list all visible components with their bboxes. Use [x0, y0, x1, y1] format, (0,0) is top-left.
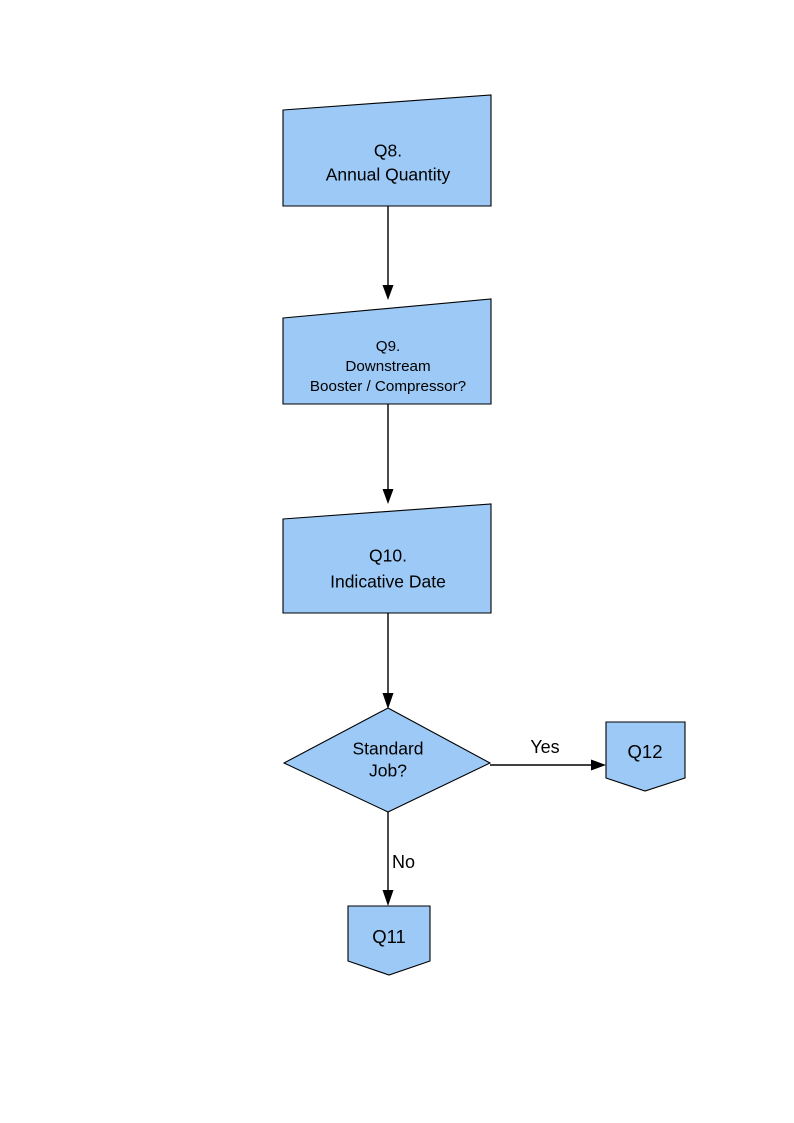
arrowhead-q10-decision: [382, 693, 394, 709]
node-q8-line2: Annual Quantity: [326, 165, 451, 185]
node-q10-line1: Q10.: [369, 546, 407, 566]
node-q9[interactable]: Q9. Downstream Booster / Compressor?: [282, 298, 492, 405]
node-q11[interactable]: Q11: [347, 905, 431, 976]
node-decision-line2: Job?: [369, 761, 407, 781]
edge-q9-to-q10: [382, 404, 394, 504]
edge-decision-to-q11: No: [382, 812, 415, 906]
edge-decision-to-q12: Yes: [490, 737, 606, 771]
node-q8-line1: Q8.: [374, 141, 402, 161]
node-q8[interactable]: Q8. Annual Quantity: [282, 94, 492, 207]
edge-label-no: No: [392, 852, 415, 872]
node-q10-line2: Indicative Date: [330, 572, 446, 592]
node-q9-line3: Booster / Compressor?: [310, 378, 466, 395]
node-q10[interactable]: Q10. Indicative Date: [282, 503, 492, 614]
arrowhead-decision-q11: [382, 890, 394, 906]
node-decision-standard-job[interactable]: Standard Job?: [282, 707, 492, 813]
node-q10-shape[interactable]: [282, 503, 492, 614]
node-q9-line1: Q9.: [376, 338, 400, 355]
node-q11-label: Q11: [372, 926, 406, 947]
node-q12-label: Q12: [628, 741, 663, 762]
node-q12-shape[interactable]: [605, 721, 686, 792]
arrowhead-decision-q12: [591, 759, 606, 771]
node-decision-shape[interactable]: [282, 707, 492, 813]
arrowhead-q8-q9: [382, 285, 394, 300]
node-q9-shape[interactable]: [282, 298, 492, 405]
edge-label-yes: Yes: [530, 737, 559, 757]
node-q12[interactable]: Q12: [605, 721, 686, 792]
node-q11-shape[interactable]: [347, 905, 431, 976]
edge-q8-to-q9: [382, 206, 394, 300]
arrowhead-q9-q10: [382, 489, 394, 504]
node-q9-line2: Downstream: [345, 358, 430, 375]
edge-q10-to-decision: [382, 613, 394, 709]
node-q8-shape[interactable]: [282, 94, 492, 207]
node-decision-line1: Standard: [352, 739, 423, 759]
